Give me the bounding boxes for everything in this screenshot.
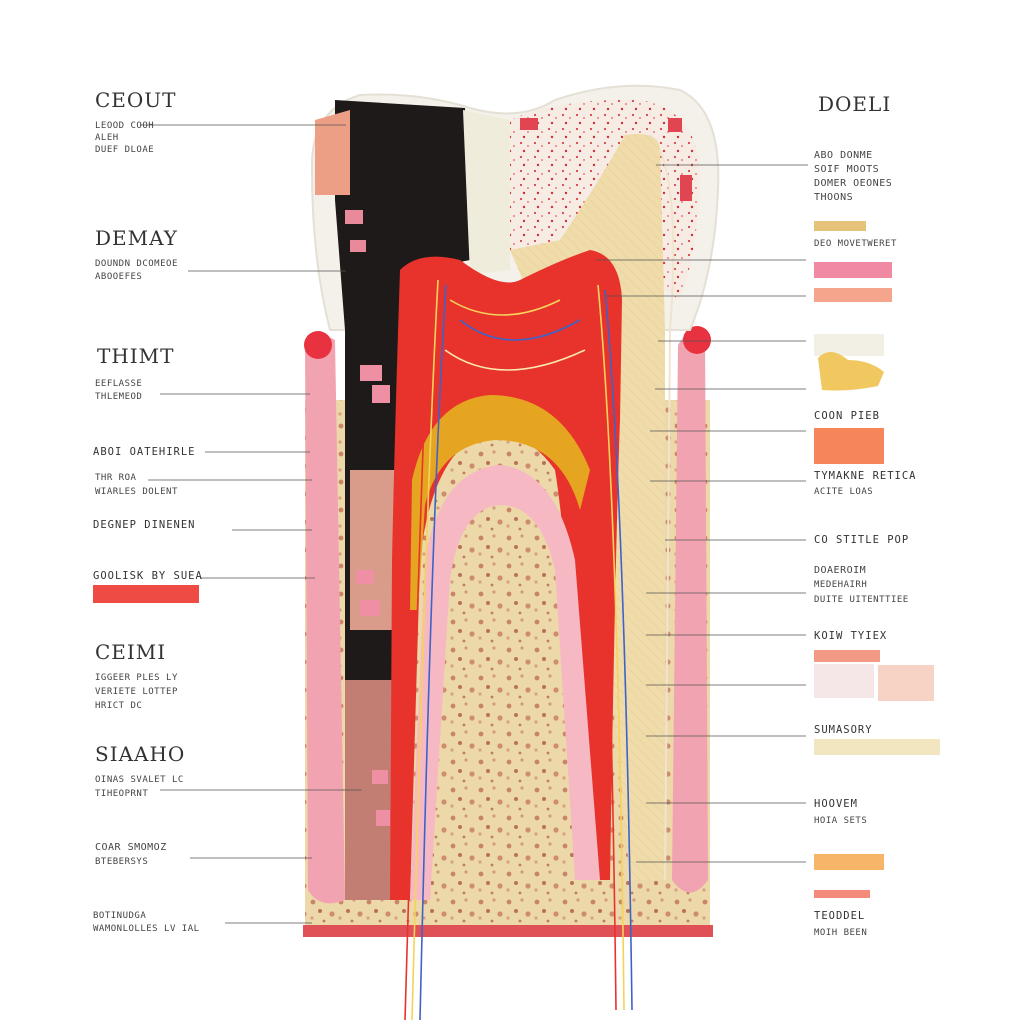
left-sub-1b: ALEH	[95, 133, 119, 143]
left-sub-1c: DUEF DLOAE	[95, 145, 155, 155]
left-title-5: SIAAHO	[95, 742, 186, 766]
swatch-10	[814, 739, 940, 755]
base-bar	[303, 925, 713, 937]
right-item-6: KOIW TYIEX	[814, 630, 888, 642]
left-item-6b: WAMONLOLLES LV IAL	[93, 924, 200, 934]
right-item-5c: DUITE UITENTTIEE	[814, 595, 909, 605]
left-title-4: CEIMI	[95, 640, 167, 664]
right-item-8a: HOOVEM	[814, 798, 858, 810]
left-sub-2b: ABOOEFES	[95, 272, 143, 282]
swatch-11	[814, 854, 884, 870]
right-title-1: DOELI	[818, 92, 892, 116]
swatch-left	[93, 585, 199, 603]
swatch-2	[814, 262, 892, 278]
right-sub-1b: SOIF MOOTS	[814, 164, 880, 175]
left-item-4: GOOLISK BY SUEA	[93, 570, 203, 582]
left-item-3: DEGNEP DINENEN	[93, 519, 196, 531]
right-item-5b: MEDEHAIRH	[814, 580, 868, 590]
root-cementum	[410, 465, 600, 900]
right-item-4: CO STITLE POP	[814, 534, 910, 546]
swatch-3	[814, 288, 892, 302]
gum-right	[672, 329, 708, 893]
right-sub-1c: DOMER OEONES	[814, 178, 893, 189]
right-sub-1d: THOONS	[814, 192, 854, 203]
left-sub-3b: THLEMEOD	[95, 392, 143, 402]
right-item-9a: TEODDEL	[814, 910, 866, 922]
left-sub-4c: HRICT DC	[95, 701, 143, 711]
right-item-1: DEO MOVETWERET	[814, 239, 897, 249]
right-item-7: SUMASORY	[814, 724, 873, 736]
swatch-4	[814, 334, 884, 356]
swatch-9	[878, 665, 934, 701]
swatch-8	[814, 664, 874, 698]
left-item-5a: COAR SMOMOZ	[95, 842, 167, 853]
nerve-fibers	[404, 269, 633, 1021]
swatch-1	[814, 221, 866, 231]
left-item-1: ABOI OATEHIRLE	[93, 446, 196, 458]
pulp-inner-band	[410, 395, 590, 610]
left-item-2b: WIARLES DOLENT	[95, 487, 178, 497]
swatch-5	[818, 351, 884, 391]
root-core	[452, 508, 570, 880]
swatch-7	[814, 650, 880, 662]
gum-left	[305, 336, 345, 904]
left-sub-1a: LEOOD COOH	[95, 121, 155, 131]
left-item-6a: BOTINUDGA	[93, 911, 147, 921]
right-item-3b: ACITE LOAS	[814, 487, 874, 497]
leader-lines-right	[596, 164, 808, 863]
right-item-9b: MOIH BEEN	[814, 928, 868, 938]
left-title-1: CEOUT	[95, 88, 177, 112]
leader-lines-left	[140, 124, 362, 924]
swatch-6	[814, 428, 884, 464]
right-item-3a: TYMAKNE RETICA	[814, 470, 917, 482]
left-item-2a: THR ROA	[95, 473, 137, 483]
swatch-12	[814, 890, 870, 898]
left-title-3: THIMT	[97, 344, 175, 368]
left-sub-2a: DOUNDN DCOMEOE	[95, 259, 178, 269]
right-item-8b: HOIA SETS	[814, 816, 868, 826]
left-sub-4a: IGGEER PLES LY	[95, 673, 178, 683]
left-sub-5a: OINAS SVALET LC	[95, 775, 184, 785]
right-item-2: COON PIEB	[814, 410, 880, 422]
left-sub-5b: TIHEOPRNT	[95, 789, 149, 799]
left-sub-4b: VERIETE LOTTEP	[95, 687, 178, 697]
left-sub-3a: EEFLASSE	[95, 379, 143, 389]
right-sub-1a: ABO DONME	[814, 150, 873, 161]
left-item-5b: BTEBERSYS	[95, 857, 149, 867]
left-title-2: DEMAY	[95, 226, 178, 250]
right-item-5a: DOAEROIM	[814, 565, 867, 576]
